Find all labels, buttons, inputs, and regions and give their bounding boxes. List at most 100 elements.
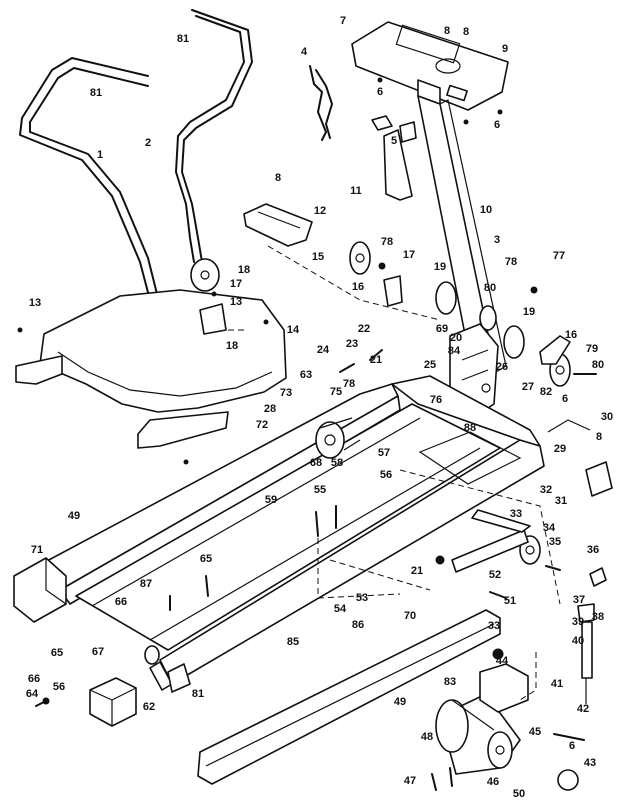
frame bbox=[13, 375, 545, 693]
base-cover bbox=[15, 289, 287, 449]
part-callout-11: 11 bbox=[350, 185, 362, 197]
part-callout-71: 71 bbox=[31, 544, 43, 556]
incline-link bbox=[451, 509, 541, 573]
lift-cylinder bbox=[577, 567, 607, 704]
part-callout-38: 38 bbox=[592, 611, 604, 623]
part-callout-86: 86 bbox=[352, 619, 364, 631]
part-callout-54: 54 bbox=[334, 603, 347, 615]
part-callout-7: 7 bbox=[340, 15, 346, 27]
part-callout-8: 8 bbox=[275, 172, 281, 184]
part-callout-24: 24 bbox=[317, 344, 330, 356]
part-callout-18: 18 bbox=[238, 264, 250, 276]
part-callout-47: 47 bbox=[404, 775, 416, 787]
part-callout-6: 6 bbox=[377, 86, 383, 98]
part-callout-66: 66 bbox=[28, 673, 40, 685]
wire-harness bbox=[309, 65, 333, 141]
part-callout-81: 81 bbox=[177, 33, 189, 45]
small-brackets bbox=[383, 275, 571, 365]
part-callout-73: 73 bbox=[280, 387, 292, 399]
part-callout-84: 84 bbox=[448, 345, 461, 357]
part-callout-22: 22 bbox=[358, 323, 370, 335]
part-callout-88: 88 bbox=[464, 422, 476, 434]
control-box bbox=[547, 419, 613, 497]
part-callout-42: 42 bbox=[577, 703, 589, 715]
side-rail bbox=[197, 609, 501, 785]
part-callout-33: 33 bbox=[510, 508, 522, 520]
part-callout-35: 35 bbox=[549, 536, 561, 548]
part-callout-9: 9 bbox=[502, 43, 508, 55]
part-callout-87: 87 bbox=[140, 578, 152, 590]
part-callout-69: 69 bbox=[436, 323, 448, 335]
part-callout-62: 62 bbox=[143, 701, 155, 713]
part-callout-79: 79 bbox=[586, 343, 598, 355]
part-callout-8: 8 bbox=[596, 431, 602, 443]
front-roller bbox=[315, 417, 361, 459]
part-callout-10: 10 bbox=[480, 204, 492, 216]
part-callout-80: 80 bbox=[484, 282, 496, 294]
part-callout-17: 17 bbox=[403, 249, 415, 261]
part-callout-58: 58 bbox=[331, 457, 343, 469]
assembly-lines bbox=[228, 245, 561, 701]
part-callout-8: 8 bbox=[463, 26, 469, 38]
part-callout-32: 32 bbox=[540, 484, 552, 496]
part-callout-6: 6 bbox=[562, 393, 568, 405]
part-callout-76: 76 bbox=[430, 394, 442, 406]
part-callout-8: 8 bbox=[444, 25, 450, 37]
part-callout-66: 66 bbox=[115, 596, 127, 608]
part-callout-53: 53 bbox=[356, 592, 368, 604]
part-callout-64: 64 bbox=[26, 688, 39, 700]
part-callout-2: 2 bbox=[145, 137, 151, 149]
part-callout-1: 1 bbox=[97, 149, 103, 161]
part-callout-48: 48 bbox=[421, 731, 433, 743]
part-callout-21: 21 bbox=[411, 565, 423, 577]
part-callout-39: 39 bbox=[572, 616, 584, 628]
hardware bbox=[17, 77, 597, 791]
part-callout-16: 16 bbox=[352, 281, 364, 293]
part-callout-81: 81 bbox=[90, 87, 102, 99]
part-callout-51: 51 bbox=[504, 595, 516, 607]
part-callout-63: 63 bbox=[300, 369, 312, 381]
part-callout-52: 52 bbox=[489, 569, 501, 581]
part-callout-29: 29 bbox=[554, 443, 566, 455]
bracket bbox=[243, 203, 313, 247]
part-callout-55: 55 bbox=[314, 484, 326, 496]
pulleys bbox=[349, 241, 571, 387]
part-callout-19: 19 bbox=[523, 306, 535, 318]
part-callout-27: 27 bbox=[522, 381, 534, 393]
part-callout-82: 82 bbox=[540, 386, 552, 398]
part-callout-23: 23 bbox=[346, 338, 358, 350]
part-callout-65: 65 bbox=[51, 647, 63, 659]
part-callout-43: 43 bbox=[584, 757, 596, 769]
part-callout-57: 57 bbox=[378, 447, 390, 459]
part-callout-15: 15 bbox=[312, 251, 324, 263]
part-callout-77: 77 bbox=[553, 250, 565, 262]
part-callout-6: 6 bbox=[569, 740, 575, 752]
part-callout-26: 26 bbox=[496, 361, 508, 373]
part-callout-49: 49 bbox=[394, 696, 406, 708]
part-callout-68: 68 bbox=[310, 457, 322, 469]
part-callout-14: 14 bbox=[287, 324, 300, 336]
part-callout-78: 78 bbox=[505, 256, 517, 268]
part-callout-21: 21 bbox=[370, 354, 382, 366]
part-callout-17: 17 bbox=[230, 278, 242, 290]
part-callout-20: 20 bbox=[450, 332, 462, 344]
part-callout-25: 25 bbox=[424, 359, 436, 371]
part-callout-31: 31 bbox=[555, 495, 567, 507]
part-callout-46: 46 bbox=[487, 776, 499, 788]
part-callout-13: 13 bbox=[29, 297, 41, 309]
part-callout-34: 34 bbox=[543, 522, 556, 534]
part-callout-83: 83 bbox=[444, 676, 456, 688]
part-callout-4: 4 bbox=[301, 46, 308, 58]
part-callout-12: 12 bbox=[314, 205, 326, 217]
part-callout-59: 59 bbox=[265, 494, 277, 506]
part-callout-75: 75 bbox=[330, 386, 342, 398]
part-callout-28: 28 bbox=[264, 403, 276, 415]
part-callout-85: 85 bbox=[287, 636, 299, 648]
part-callout-81: 81 bbox=[192, 688, 204, 700]
part-callout-70: 70 bbox=[404, 610, 416, 622]
motor bbox=[435, 693, 521, 775]
part-callout-33: 33 bbox=[488, 620, 500, 632]
console bbox=[351, 21, 509, 111]
